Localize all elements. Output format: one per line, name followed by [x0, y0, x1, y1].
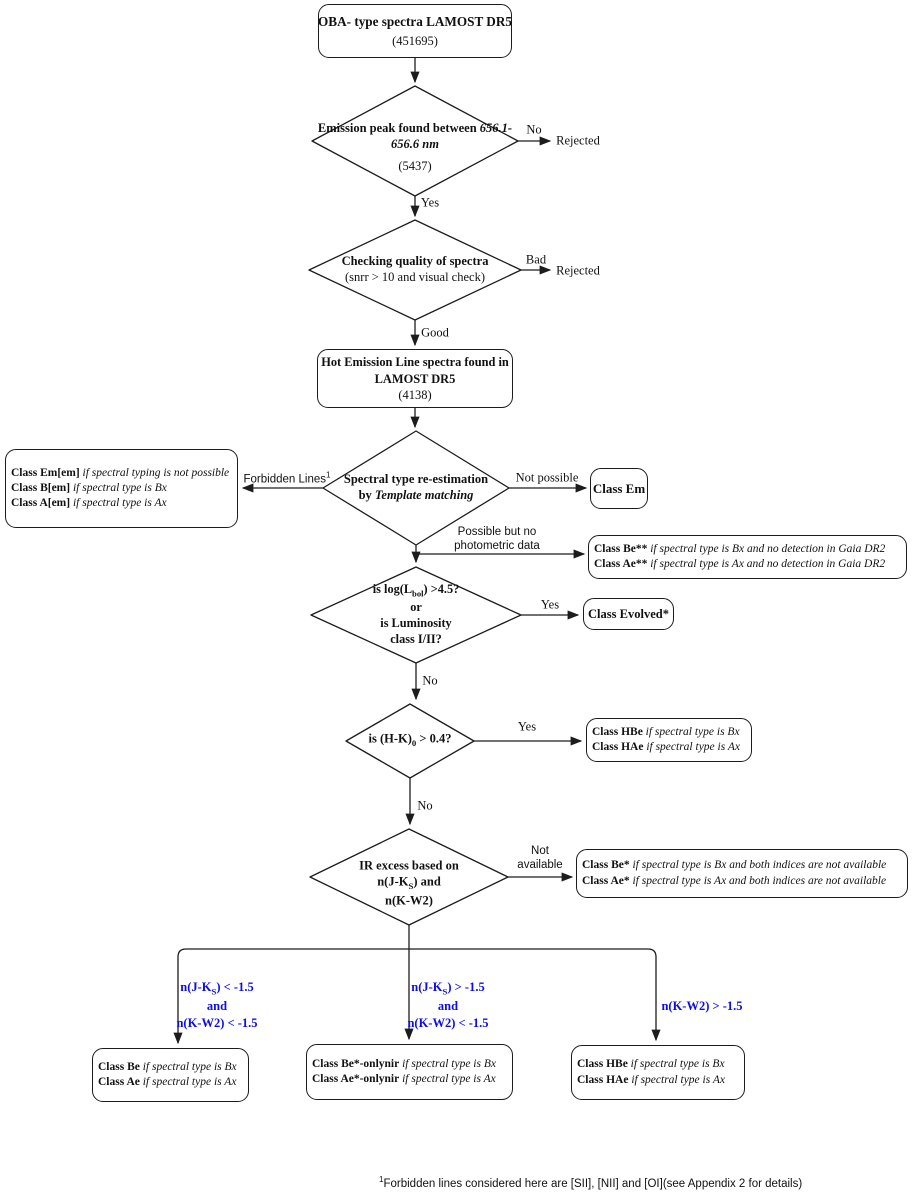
hk-yes-label: Yes	[517, 719, 537, 734]
class-evolved-label: Class Evolved*	[588, 606, 669, 621]
start-title: OBA- type spectra LAMOST DR5	[318, 13, 512, 29]
emission-line1: Emission peak found between 656.1-	[317, 121, 513, 136]
hk-diamond	[345, 703, 475, 779]
spectral-line2: by Template matching	[358, 488, 474, 502]
start-box: OBA- type spectra LAMOST DR5 (451695)	[318, 4, 512, 58]
quality-rejected-label: Rejected	[556, 263, 600, 278]
spectral-diamond-text: Spectral type re-estimation by Template …	[344, 471, 488, 504]
gaia-box-line1: Class Be** if spectral type is Bx and no…	[594, 542, 886, 555]
forbidden-box-line1: Class Em[em] if spectral typing is not p…	[11, 466, 230, 479]
branch-mid-line2: and	[437, 999, 459, 1014]
branch-right-condition: n(K-W2) > -1.5	[661, 998, 742, 1015]
hbe2-box-line2: Class HAe if spectral type is Ax	[577, 1073, 725, 1086]
lbol-line1: is log(Lbol) >4.5?	[372, 582, 460, 599]
indices-box-line1: Class Be* if spectral type is Bx and bot…	[582, 859, 887, 872]
branch-left-line2: and	[206, 999, 228, 1014]
onlynir-box-line2: Class Ae*-onlynir if spectral type is Ax	[312, 1073, 496, 1085]
not-possible-label: Not possible	[515, 470, 579, 485]
quality-line1: Checking quality of spectra	[341, 253, 489, 268]
hot-box-line2: LAMOST DR5	[374, 372, 456, 386]
hk-line1: is (H-K)0 > 0.4?	[368, 731, 452, 749]
lbol-no-label: No	[422, 673, 438, 688]
emission-count: (5437)	[398, 158, 432, 173]
not-available-label: Not available	[517, 845, 563, 871]
forbidden-classes-box: Class Em[em] if spectral typing is not p…	[5, 449, 238, 528]
branch-mid-line1: n(J-KS) > -1.5	[411, 979, 485, 997]
emission-peak-diamond	[311, 85, 519, 197]
hot-box-line1: Hot Emission Line spectra found in	[321, 355, 509, 370]
lbol-line3: is Luminosity	[380, 615, 452, 630]
branch-mid-condition: n(J-KS) > -1.5 and n(K-W2) < -1.5	[407, 979, 488, 1031]
possible-no-photometric-label: Possible but no photometric data	[454, 526, 540, 552]
class-be-ae-box: Class Be if spectral type is Bx Class Ae…	[92, 1048, 249, 1102]
indices-box-line2: Class Ae* if spectral type is Ax and bot…	[582, 874, 887, 887]
class-evolved-box: Class Evolved*	[583, 598, 674, 630]
gaia-classes-box: Class Be** if spectral type is Bx and no…	[588, 535, 907, 579]
spectral-line1: Spectral type re-estimation	[343, 471, 489, 486]
emission-line2: 656.6 nm	[391, 137, 439, 152]
hbe-hae-box: Class HBe if spectral type is Bx Class H…	[586, 718, 752, 762]
arrow-branch-left	[173, 948, 409, 1045]
emission-no-label: No	[526, 122, 542, 137]
gaia-box-line2: Class Ae** if spectral type is Ax and no…	[594, 558, 886, 570]
quality-check-diamond	[308, 219, 522, 321]
ir-line3: n(K-W2)	[385, 893, 433, 908]
class-hbe-hae-bottom-box: Class HBe if spectral type is Bx Class H…	[571, 1045, 745, 1100]
branch-mid-line3: n(K-W2) < -1.5	[407, 1015, 489, 1030]
spectral-type-diamond	[322, 430, 510, 546]
forbidden-box-line2: Class B[em] if spectral type is Bx	[11, 481, 167, 494]
emission-diamond-text: Emission peak found between 656.1- 656.6…	[318, 120, 512, 174]
indices-classes-box: Class Be* if spectral type is Bx and bot…	[576, 849, 908, 898]
arrow-branch-right	[409, 948, 661, 1042]
ir-line1: IR excess based on	[359, 858, 459, 873]
hot-box-count: (4138)	[398, 387, 432, 402]
hbe-box-line1: Class HBe if spectral type is Bx	[592, 725, 740, 738]
hk-diamond-text: is (H-K)0 > 0.4?	[368, 731, 451, 750]
class-em-box: Class Em	[590, 468, 648, 509]
ir-line2: n(J-KS) and	[377, 874, 441, 892]
lbol-diamond	[310, 566, 522, 664]
class-em-label: Class Em	[592, 480, 646, 496]
branch-left-line3: n(K-W2) < -1.5	[176, 1015, 258, 1030]
onlynir-box-line1: Class Be*-onlynir if spectral type is Bx	[312, 1057, 496, 1070]
hbe-box-line2: Class HAe if spectral type is Ax	[592, 741, 740, 753]
quality-diamond-text: Checking quality of spectra (snrr > 10 a…	[342, 253, 489, 286]
forbidden-lines-label: Forbidden Lines1	[243, 470, 331, 486]
hot-emission-box: Hot Emission Line spectra found in LAMOS…	[317, 349, 513, 408]
hk-no-label: No	[417, 798, 433, 813]
decision-diamonds	[308, 85, 522, 926]
quality-line2: (snrr > 10 and visual check)	[345, 270, 485, 284]
lbol-line4: class I/II?	[390, 631, 442, 646]
emission-yes-label: Yes	[420, 195, 440, 210]
quality-good-label: Good	[421, 325, 449, 340]
branch-left-condition: n(J-KS) < -1.5 and n(K-W2) < -1.5	[176, 979, 257, 1031]
lbol-yes-label: Yes	[540, 597, 560, 612]
lbol-diamond-text: is log(Lbol) >4.5? or is Luminosity clas…	[373, 582, 460, 648]
arrows	[173, 58, 661, 1045]
ir-diamond-text: IR excess based on n(J-KS) and n(K-W2)	[359, 857, 459, 908]
forbidden-box-line3: Class A[em] if spectral type is Ax	[11, 497, 167, 510]
branch-right-line1: n(K-W2) > -1.5	[661, 998, 743, 1013]
hbe2-box-line1: Class HBe if spectral type is Bx	[577, 1058, 725, 1071]
branch-left-line1: n(J-KS) < -1.5	[180, 979, 254, 997]
emission-rejected-label: Rejected	[556, 133, 600, 148]
be-box-line1: Class Be if spectral type is Bx	[98, 1060, 237, 1073]
be-box-line2: Class Ae if spectral type is Ax	[98, 1076, 237, 1088]
class-onlynir-box: Class Be*-onlynir if spectral type is Bx…	[306, 1044, 513, 1100]
start-count: (451695)	[392, 34, 438, 49]
quality-bad-label: Bad	[525, 252, 547, 267]
ir-excess-diamond	[309, 828, 509, 926]
footnote: 1Forbidden lines considered here are [SI…	[379, 1175, 803, 1190]
lbol-line2: or	[410, 599, 422, 614]
